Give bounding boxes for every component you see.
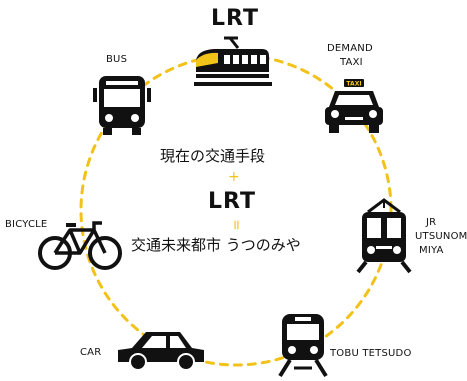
tobu-label: TOBU TETSUDO xyxy=(330,348,412,359)
lrt-train-icon xyxy=(194,36,272,86)
taxi-sign-text: TAXI xyxy=(346,81,361,88)
taxi-icon: TAXI xyxy=(325,79,383,133)
demand-taxi-label-line1: DEMAND xyxy=(327,43,373,54)
jr-label-line3: MIYA xyxy=(419,245,444,256)
top-title: LRT xyxy=(211,6,259,31)
bus-label: BUS xyxy=(106,54,128,65)
center-lrt: LRT xyxy=(208,189,256,214)
center-equals: = xyxy=(227,219,244,231)
car-icon xyxy=(118,332,204,371)
car-label: CAR xyxy=(80,347,102,358)
bicycle-label: BICYCLE xyxy=(5,219,48,230)
jr-train-icon xyxy=(356,198,412,274)
center-line1: 現在の交通手段 xyxy=(160,147,266,165)
jr-label-line2: UTSUNOMIYA xyxy=(415,231,467,242)
center-plus: + xyxy=(228,169,240,185)
bus-icon xyxy=(93,76,151,135)
center-line2: 交通未来都市 うつのみや xyxy=(131,236,301,254)
bicycle-icon xyxy=(38,221,122,270)
jr-label-line1: JR xyxy=(426,217,437,228)
tobu-train-icon xyxy=(278,314,328,378)
demand-taxi-label-line2: TAXI xyxy=(340,57,363,68)
